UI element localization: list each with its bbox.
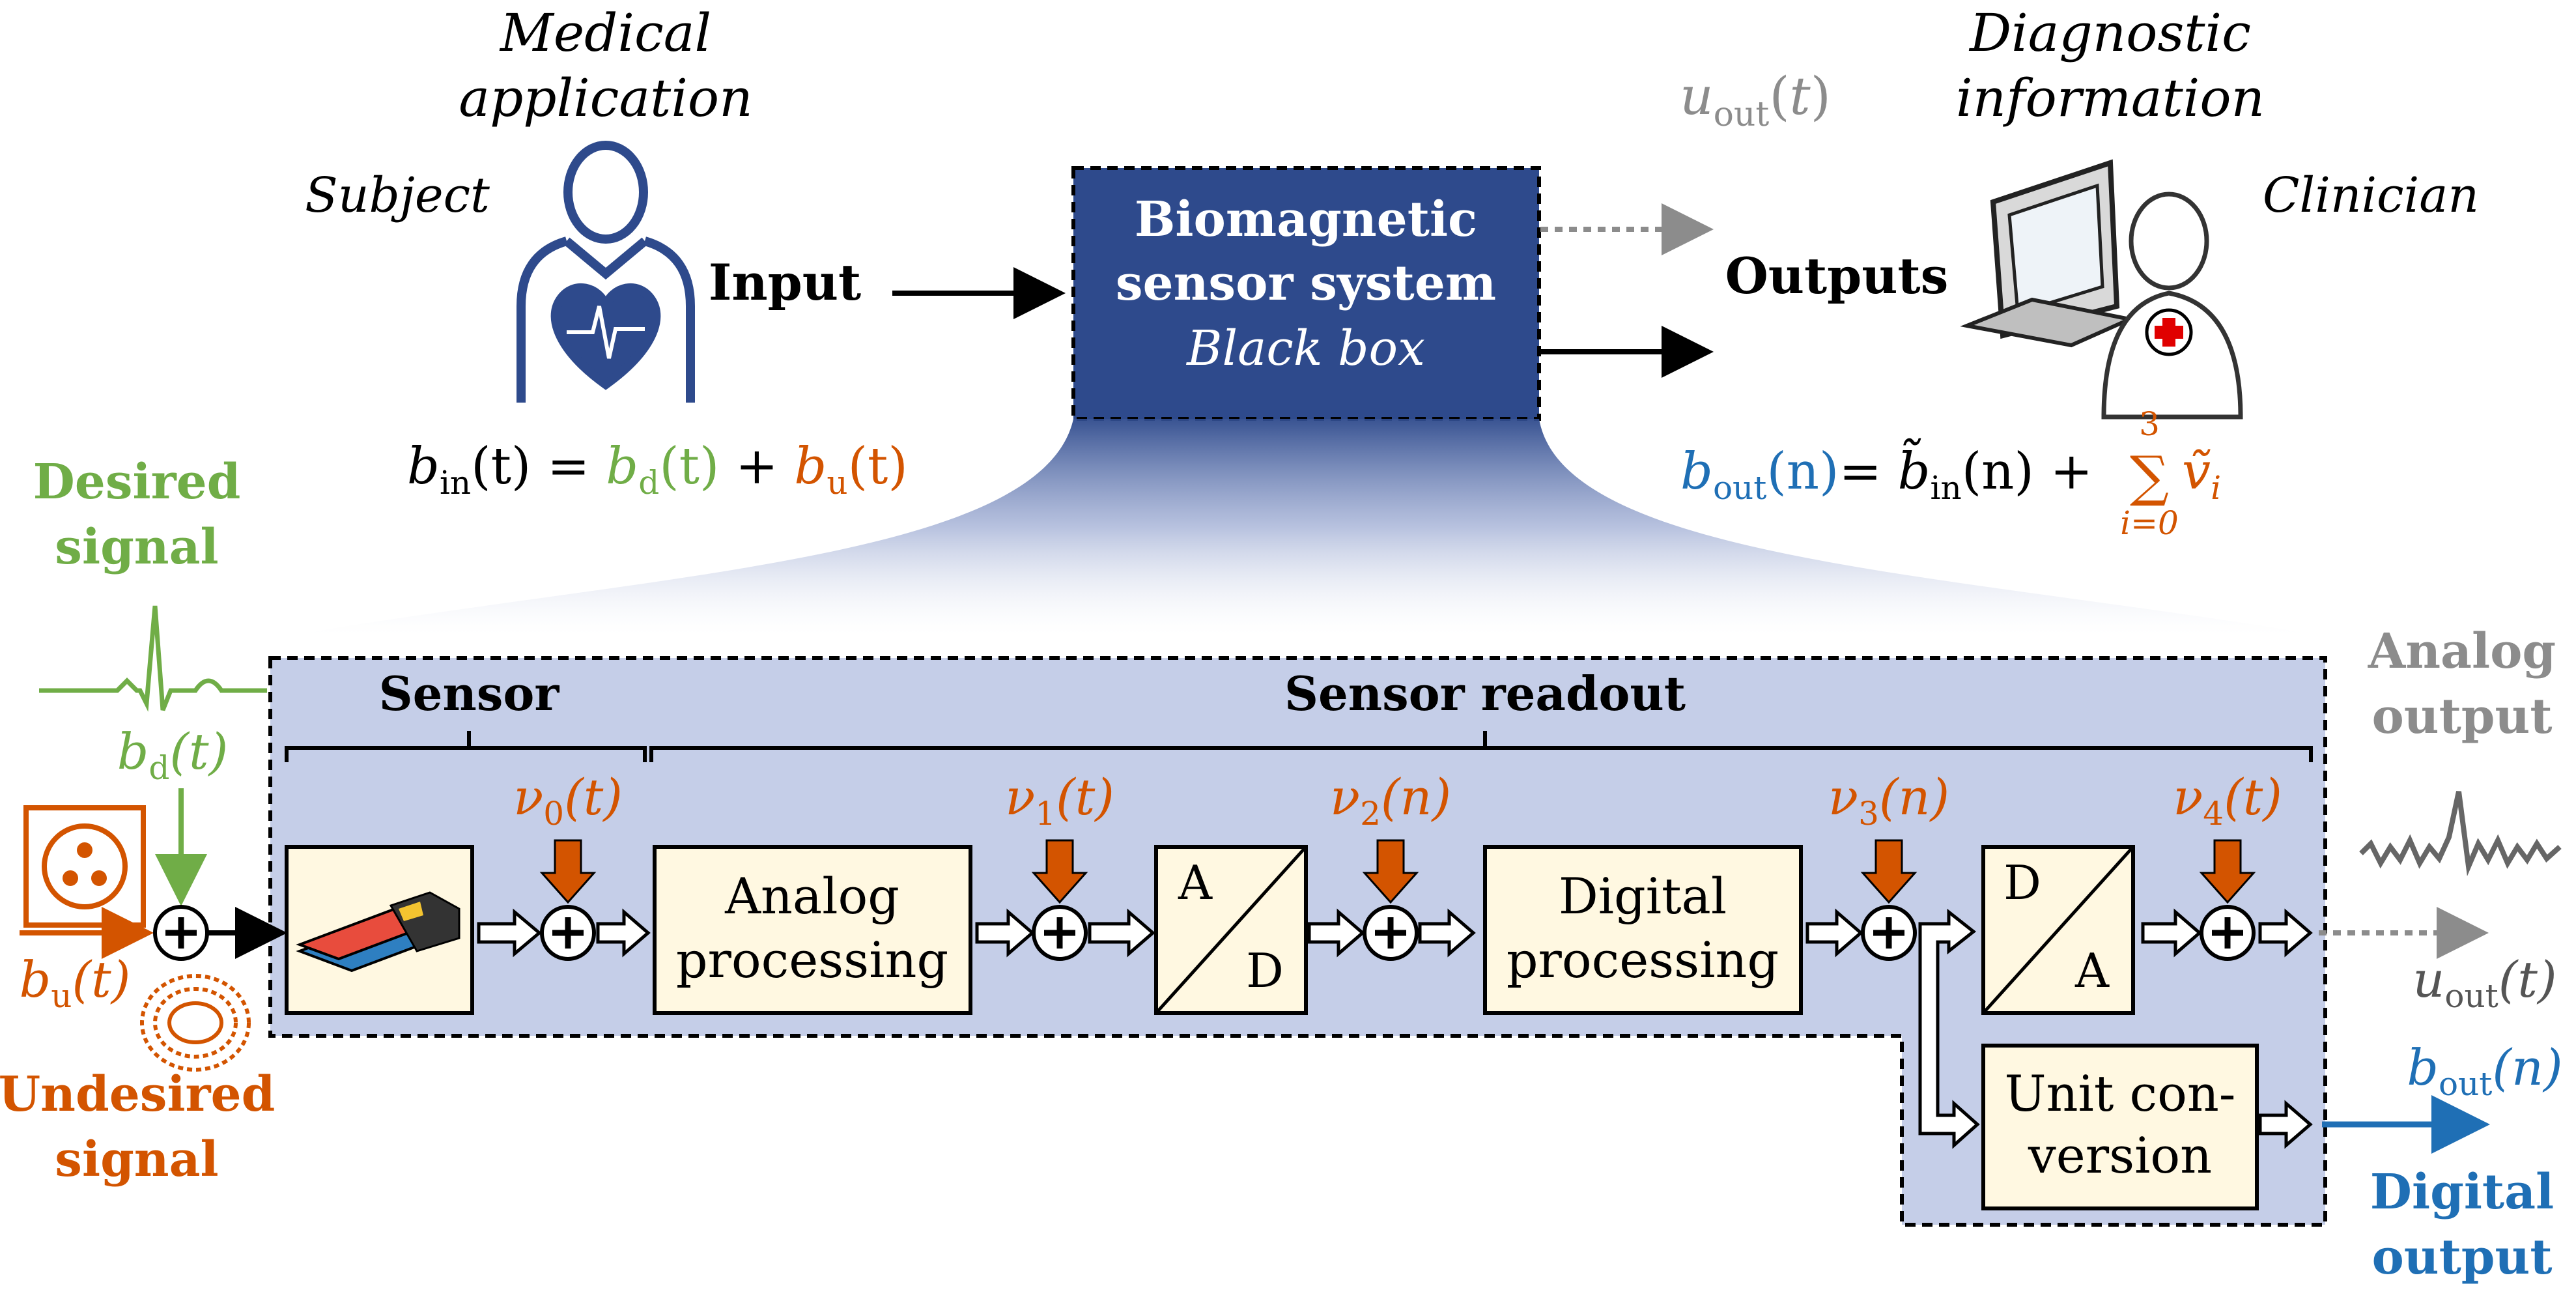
sum-junction-input	[153, 905, 209, 961]
analog-output-line-2: output	[2371, 689, 2552, 745]
da-converter-diagonal	[1982, 846, 2134, 1014]
ecg-waveform-icon	[39, 605, 267, 712]
zoom-fan	[293, 419, 2319, 635]
unit-conversion-line-1: Unit con-	[2005, 1064, 2236, 1122]
b-out-equation: bout(n)= b̃in(n) +	[1680, 438, 2093, 507]
subject-label: Subject	[305, 167, 490, 223]
digital-output-line-1: Digital	[2370, 1164, 2554, 1220]
diagnostic-title-1: Diagnostic	[1968, 3, 2251, 63]
clinician-icon	[2101, 192, 2243, 420]
sum-junction-1	[1032, 905, 1088, 961]
noise-label-1: ν1(t)	[1005, 768, 1114, 833]
da-converter-bottom-label: A	[2074, 943, 2110, 998]
sum-junction-4	[2200, 905, 2256, 961]
desired-signal-line-1: Desired	[33, 454, 241, 510]
diagnostic-title-2: information	[1956, 68, 2265, 128]
sum-junction-0	[540, 905, 596, 961]
sum-junction-3	[1861, 905, 1917, 961]
sensor-header: Sensor	[379, 666, 560, 721]
black-box-line-1: Biomagnetic	[1135, 192, 1477, 248]
analog-processing-block	[653, 845, 972, 1015]
bd-label: bd(t)	[117, 722, 229, 787]
analog-processing-line-1: Analog	[724, 867, 899, 925]
noise-label-3: ν3(n)	[1828, 768, 1949, 833]
sensor-chip-icon	[296, 891, 460, 973]
digital-output-line-2: output	[2371, 1229, 2552, 1285]
subject-heart-icon	[517, 141, 695, 403]
black-box-line-3: Black box	[1185, 321, 1425, 377]
digital-processing-line-2: processing	[1507, 931, 1779, 989]
sum-lower-limit: i=0	[2120, 504, 2179, 542]
unit-conversion-block	[1981, 1044, 2259, 1210]
ad-converter-diagonal	[1155, 846, 1307, 1014]
black-box-line-2: sensor system	[1116, 255, 1496, 311]
unit-conversion-line-2: version	[2028, 1126, 2212, 1184]
medical-application-title-1: Medical	[499, 3, 711, 63]
ad-converter-top-label: A	[1178, 855, 1213, 910]
digital-processing-block	[1483, 845, 1803, 1015]
sensor-bracket	[285, 731, 647, 762]
analog-output-line-1: Analog	[2368, 623, 2556, 679]
sum-symbol: ∑	[2130, 444, 2169, 508]
medical-application-title-2: application	[459, 68, 752, 128]
undesired-signal-line-2: signal	[55, 1132, 218, 1188]
u-out-top-label: uout(t)	[1680, 66, 1831, 134]
ad-converter-bottom-label: D	[1246, 943, 1284, 998]
noise-label-0: ν0(t)	[513, 768, 623, 833]
bu-label: bu(t)	[20, 950, 131, 1015]
clinician-label: Clinician	[2263, 167, 2479, 223]
noise-label-2: ν2(n)	[1330, 768, 1451, 833]
noise-arrows	[539, 839, 2256, 904]
b-out-label: bout(n)	[2407, 1038, 2562, 1103]
monitor-icon	[1960, 159, 2136, 348]
sensor-readout-header: Sensor readout	[1284, 666, 1686, 721]
b-in-equation: bin(t) = bd(t) + bu(t)	[407, 437, 908, 502]
analog-processing-line-2: processing	[676, 931, 948, 989]
outputs-label: Outputs	[1725, 247, 1949, 305]
desired-signal-line-2: signal	[55, 519, 218, 575]
nu-tilde-term: ṽi	[2182, 442, 2221, 507]
undesired-signal-line-1: Undesired	[0, 1066, 275, 1122]
noisy-waveform-icon	[2359, 791, 2562, 877]
digital-processing-line-1: Digital	[1559, 867, 1727, 925]
power-outlet-icon	[23, 805, 146, 928]
input-label: Input	[709, 253, 861, 311]
noise-label-4: ν4(t)	[2173, 768, 2282, 833]
u-out-label: uout(t)	[2413, 950, 2556, 1015]
sum-upper-limit: 3	[2139, 405, 2160, 443]
sum-junction-2	[1363, 905, 1419, 961]
readout-bracket	[649, 731, 2313, 762]
magnetic-field-icon	[140, 974, 251, 1072]
block-arrows	[477, 908, 2313, 1149]
da-converter-top-label: D	[2003, 855, 2041, 910]
